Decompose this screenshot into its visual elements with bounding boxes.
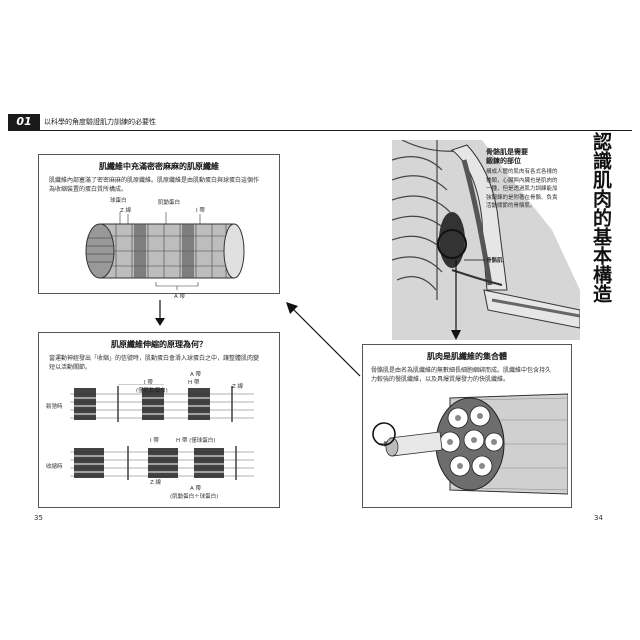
myofibril-box-title: 肌纖維中充滿密密麻麻的肌原纖維: [99, 162, 219, 171]
desc-line: 力較強的慢肌纖維，以及具爆質爆發力的快肌纖維。: [371, 376, 510, 383]
relaxed-label: 鬆弛時: [46, 404, 63, 410]
desc-line: 強鍛鍊的是附著在骨骼、負責: [486, 194, 558, 201]
i-band-relaxed-label: I 帶: [144, 380, 153, 386]
z-line-bottom-label: Z 線: [150, 480, 162, 486]
arrow-down-icon: [155, 300, 165, 326]
desc-line: 短以活動關節。: [49, 364, 92, 371]
h-band-contracted-label: H 帶 (僅球蛋白): [176, 438, 216, 444]
page-number-left: 35: [34, 514, 43, 522]
muscle-fiber-bundle-diagram: [372, 393, 568, 495]
contraction-box-title: 肌原纖維伸縮的原理為何？: [111, 340, 207, 349]
skeletal-callout-title-line: 鍛鍊的部位: [486, 157, 521, 165]
a-band-bottom-label: A 帶: [190, 486, 202, 492]
muscle-fiber-box-title: 肌肉是肌纖維的集合體: [427, 352, 507, 361]
a-band-label: A 帶: [190, 372, 202, 378]
arrow-diagonal-icon: [286, 302, 361, 377]
desc-line: 種類，心臟與內臟也是肌肉的: [486, 177, 558, 184]
contracted-label: 收縮時: [46, 464, 63, 470]
skeletal-callout-desc: 構成人體的肌肉有各式各樣的 種類，心臟與內臟也是肌肉的 一種，但是透過肌力訓練能…: [486, 168, 576, 211]
skeletal-callout-title-line: 骨骼肌是需要: [486, 148, 528, 156]
desc-line: 當運動神經發出「收縮」的信號時，肌動蛋白會滑入球蛋白之中，讓整體肌肉變: [49, 355, 260, 362]
label-actin: 肌動蛋白: [158, 200, 181, 206]
desc-line: 骨骼肌是由名為肌纖維的無數細長細胞綑綁而成。肌纖維中包含持久: [371, 367, 552, 374]
arm-anatomy-illustration: [392, 140, 580, 340]
sarcomere-contracted-diagram: [70, 446, 254, 480]
skeletal-muscle-label: 骨骼肌: [486, 258, 503, 264]
skeletal-callout-title: 骨骼肌是需要 鍛鍊的部位: [486, 148, 528, 166]
page-number-right: 34: [594, 514, 603, 522]
sarcomere-relaxed-diagram: [70, 384, 254, 422]
contraction-box-desc: 當運動神經發出「收縮」的信號時，肌動蛋白會滑入球蛋白之中，讓整體肌肉變 短以活動…: [49, 354, 269, 372]
desc-line: 一種，但是透過肌力訓練能加: [486, 186, 558, 192]
header-rule: [8, 130, 632, 131]
h-band-relaxed-label: H 帶: [188, 380, 200, 386]
vertical-page-title: 認識肌肉的基本構造: [590, 132, 612, 303]
chapter-title: 以科學的角度驗證肌力訓練的必要性: [44, 118, 156, 126]
label-z-line: Z 線: [120, 208, 132, 214]
arrow-down-icon: [451, 260, 461, 340]
desc-line: 為收縮裝置的蛋白質所構成。: [49, 186, 128, 193]
label-i-band: I 帶: [196, 208, 205, 214]
muscle-fiber-box-desc: 骨骼肌是由名為肌纖維的無數細長細胞綑綁而成。肌纖維中包含持久 力較強的慢肌纖維，…: [371, 366, 563, 384]
desc-line: 肌纖維內部塞滿了密密麻麻的肌原纖維。肌原纖維是由肌動蛋白與球蛋白這個作: [49, 177, 260, 184]
myofibril-box-desc: 肌纖維內部塞滿了密密麻麻的肌原纖維。肌原纖維是由肌動蛋白與球蛋白這個作 為收縮裝…: [49, 176, 269, 194]
z-line-label: Z 線: [232, 384, 244, 390]
myofibril-cylinder-diagram: [85, 212, 245, 290]
label-a-band: A 帶: [174, 294, 186, 300]
desc-line: 活動關節的骨骼肌。: [486, 203, 536, 209]
desc-line: 構成人體的肌肉有各式各樣的: [486, 169, 558, 175]
i-band-contracted-label: I 帶: [150, 438, 159, 444]
a-band-bottom-note: (肌動蛋白＋球蛋白): [170, 494, 219, 500]
label-globulin: 球蛋白: [110, 198, 127, 204]
chapter-number: 01: [8, 114, 40, 130]
